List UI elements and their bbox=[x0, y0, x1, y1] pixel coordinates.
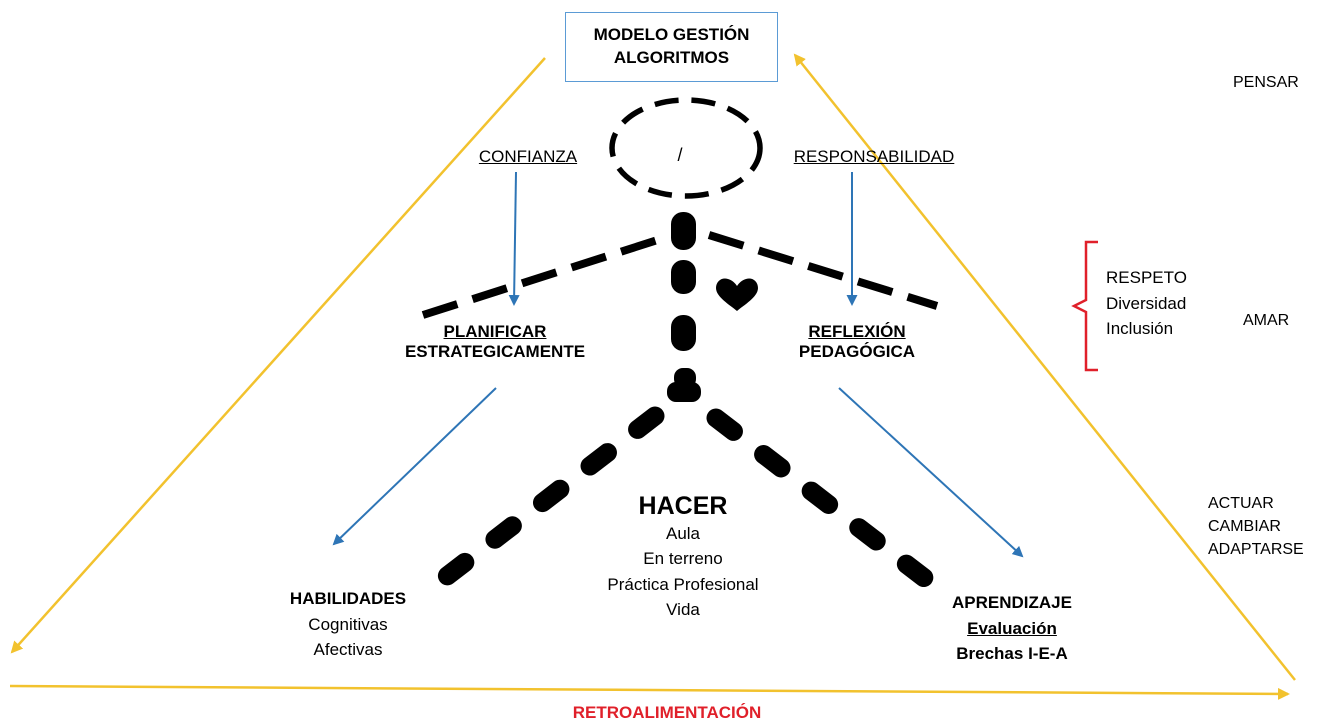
brechas-label: Brechas I-E-A bbox=[956, 644, 1068, 663]
retroalimentacion-arrow bbox=[9, 684, 1290, 700]
aprendizaje-heading: APRENDIZAJE bbox=[952, 593, 1072, 612]
model-title-line2: ALGORITMOS bbox=[613, 48, 730, 67]
figure-body-segment bbox=[671, 212, 696, 250]
pensar-label: PENSAR bbox=[1233, 74, 1299, 91]
evaluacion-label: Evaluación bbox=[967, 618, 1057, 638]
reflexion-to-aprendizaje-arrow bbox=[838, 387, 1024, 558]
aprendizaje-block: APRENDIZAJE Evaluación Brechas I-E-A bbox=[952, 590, 1072, 667]
figure-head bbox=[609, 97, 763, 199]
reflexion-line1: REFLEXIÓN bbox=[808, 322, 906, 341]
heart-icon bbox=[716, 278, 758, 311]
figure-body-segment bbox=[671, 315, 696, 351]
planificar-line1: PLANIFICAR bbox=[443, 322, 547, 341]
habilidades-block: HABILIDADES Cognitivas Afectivas bbox=[290, 586, 406, 663]
dashed-figure bbox=[421, 97, 939, 590]
actuar-item: CAMBIAR bbox=[1208, 518, 1281, 536]
values-item: RESPETO bbox=[1106, 268, 1187, 287]
values-item: Inclusión bbox=[1106, 319, 1174, 338]
retroalimentacion-label: RETROALIMENTACIÓN bbox=[572, 703, 762, 722]
actuar-list: ACTUAR CAMBIAR ADAPTARSE bbox=[1208, 492, 1304, 562]
figure-left-arm bbox=[421, 233, 669, 319]
red-bracket bbox=[1071, 240, 1098, 372]
model-title-box: MODELO GESTIÓN ALGORITMOS bbox=[565, 12, 778, 82]
hacer-item: Práctica Profesional bbox=[607, 574, 759, 594]
figure-body-segment bbox=[671, 260, 696, 294]
planificar-to-habilidades-arrow bbox=[332, 387, 497, 546]
hacer-heading: HACER bbox=[638, 492, 728, 520]
triangle-left-arrow bbox=[10, 57, 546, 654]
planificar-label: PLANIFICAR ESTRATEGICAMENTE bbox=[405, 322, 585, 363]
figure-body-segment bbox=[667, 382, 701, 402]
hacer-block: HACER Aula En terreno Práctica Profesion… bbox=[607, 492, 758, 623]
figure-right-leg bbox=[706, 408, 937, 590]
habilidades-heading: HABILIDADES bbox=[289, 589, 407, 608]
reflexion-line2: PEDAGÓGICA bbox=[798, 342, 916, 362]
hacer-item: Aula bbox=[665, 523, 701, 543]
reflexion-label: REFLEXIÓN PEDAGÓGICA bbox=[799, 322, 915, 363]
habilidades-item: Cognitivas bbox=[308, 614, 388, 634]
confianza-arrow bbox=[508, 171, 520, 306]
values-item: Diversidad bbox=[1106, 293, 1187, 313]
planificar-line2: ESTRATEGICAMENTE bbox=[404, 342, 586, 362]
figure-left-leg bbox=[432, 406, 665, 590]
actuar-item: ACTUAR bbox=[1208, 495, 1274, 512]
triangle-right-arrow bbox=[793, 53, 1296, 681]
model-title-line1: MODELO GESTIÓN bbox=[593, 25, 750, 45]
hacer-item: Vida bbox=[666, 600, 700, 620]
actuar-item: ADAPTARSE bbox=[1208, 541, 1304, 559]
amar-label: AMAR bbox=[1243, 312, 1290, 329]
habilidades-item: Afectivas bbox=[313, 640, 383, 659]
values-list: RESPETO Diversidad Inclusión bbox=[1106, 265, 1187, 342]
hacer-item: En terreno bbox=[643, 549, 723, 569]
responsabilidad-label: RESPONSABILIDAD bbox=[793, 147, 955, 166]
head-symbol: / bbox=[677, 145, 683, 165]
figure-right-arm bbox=[707, 231, 939, 310]
confianza-label: CONFIANZA bbox=[478, 147, 578, 166]
